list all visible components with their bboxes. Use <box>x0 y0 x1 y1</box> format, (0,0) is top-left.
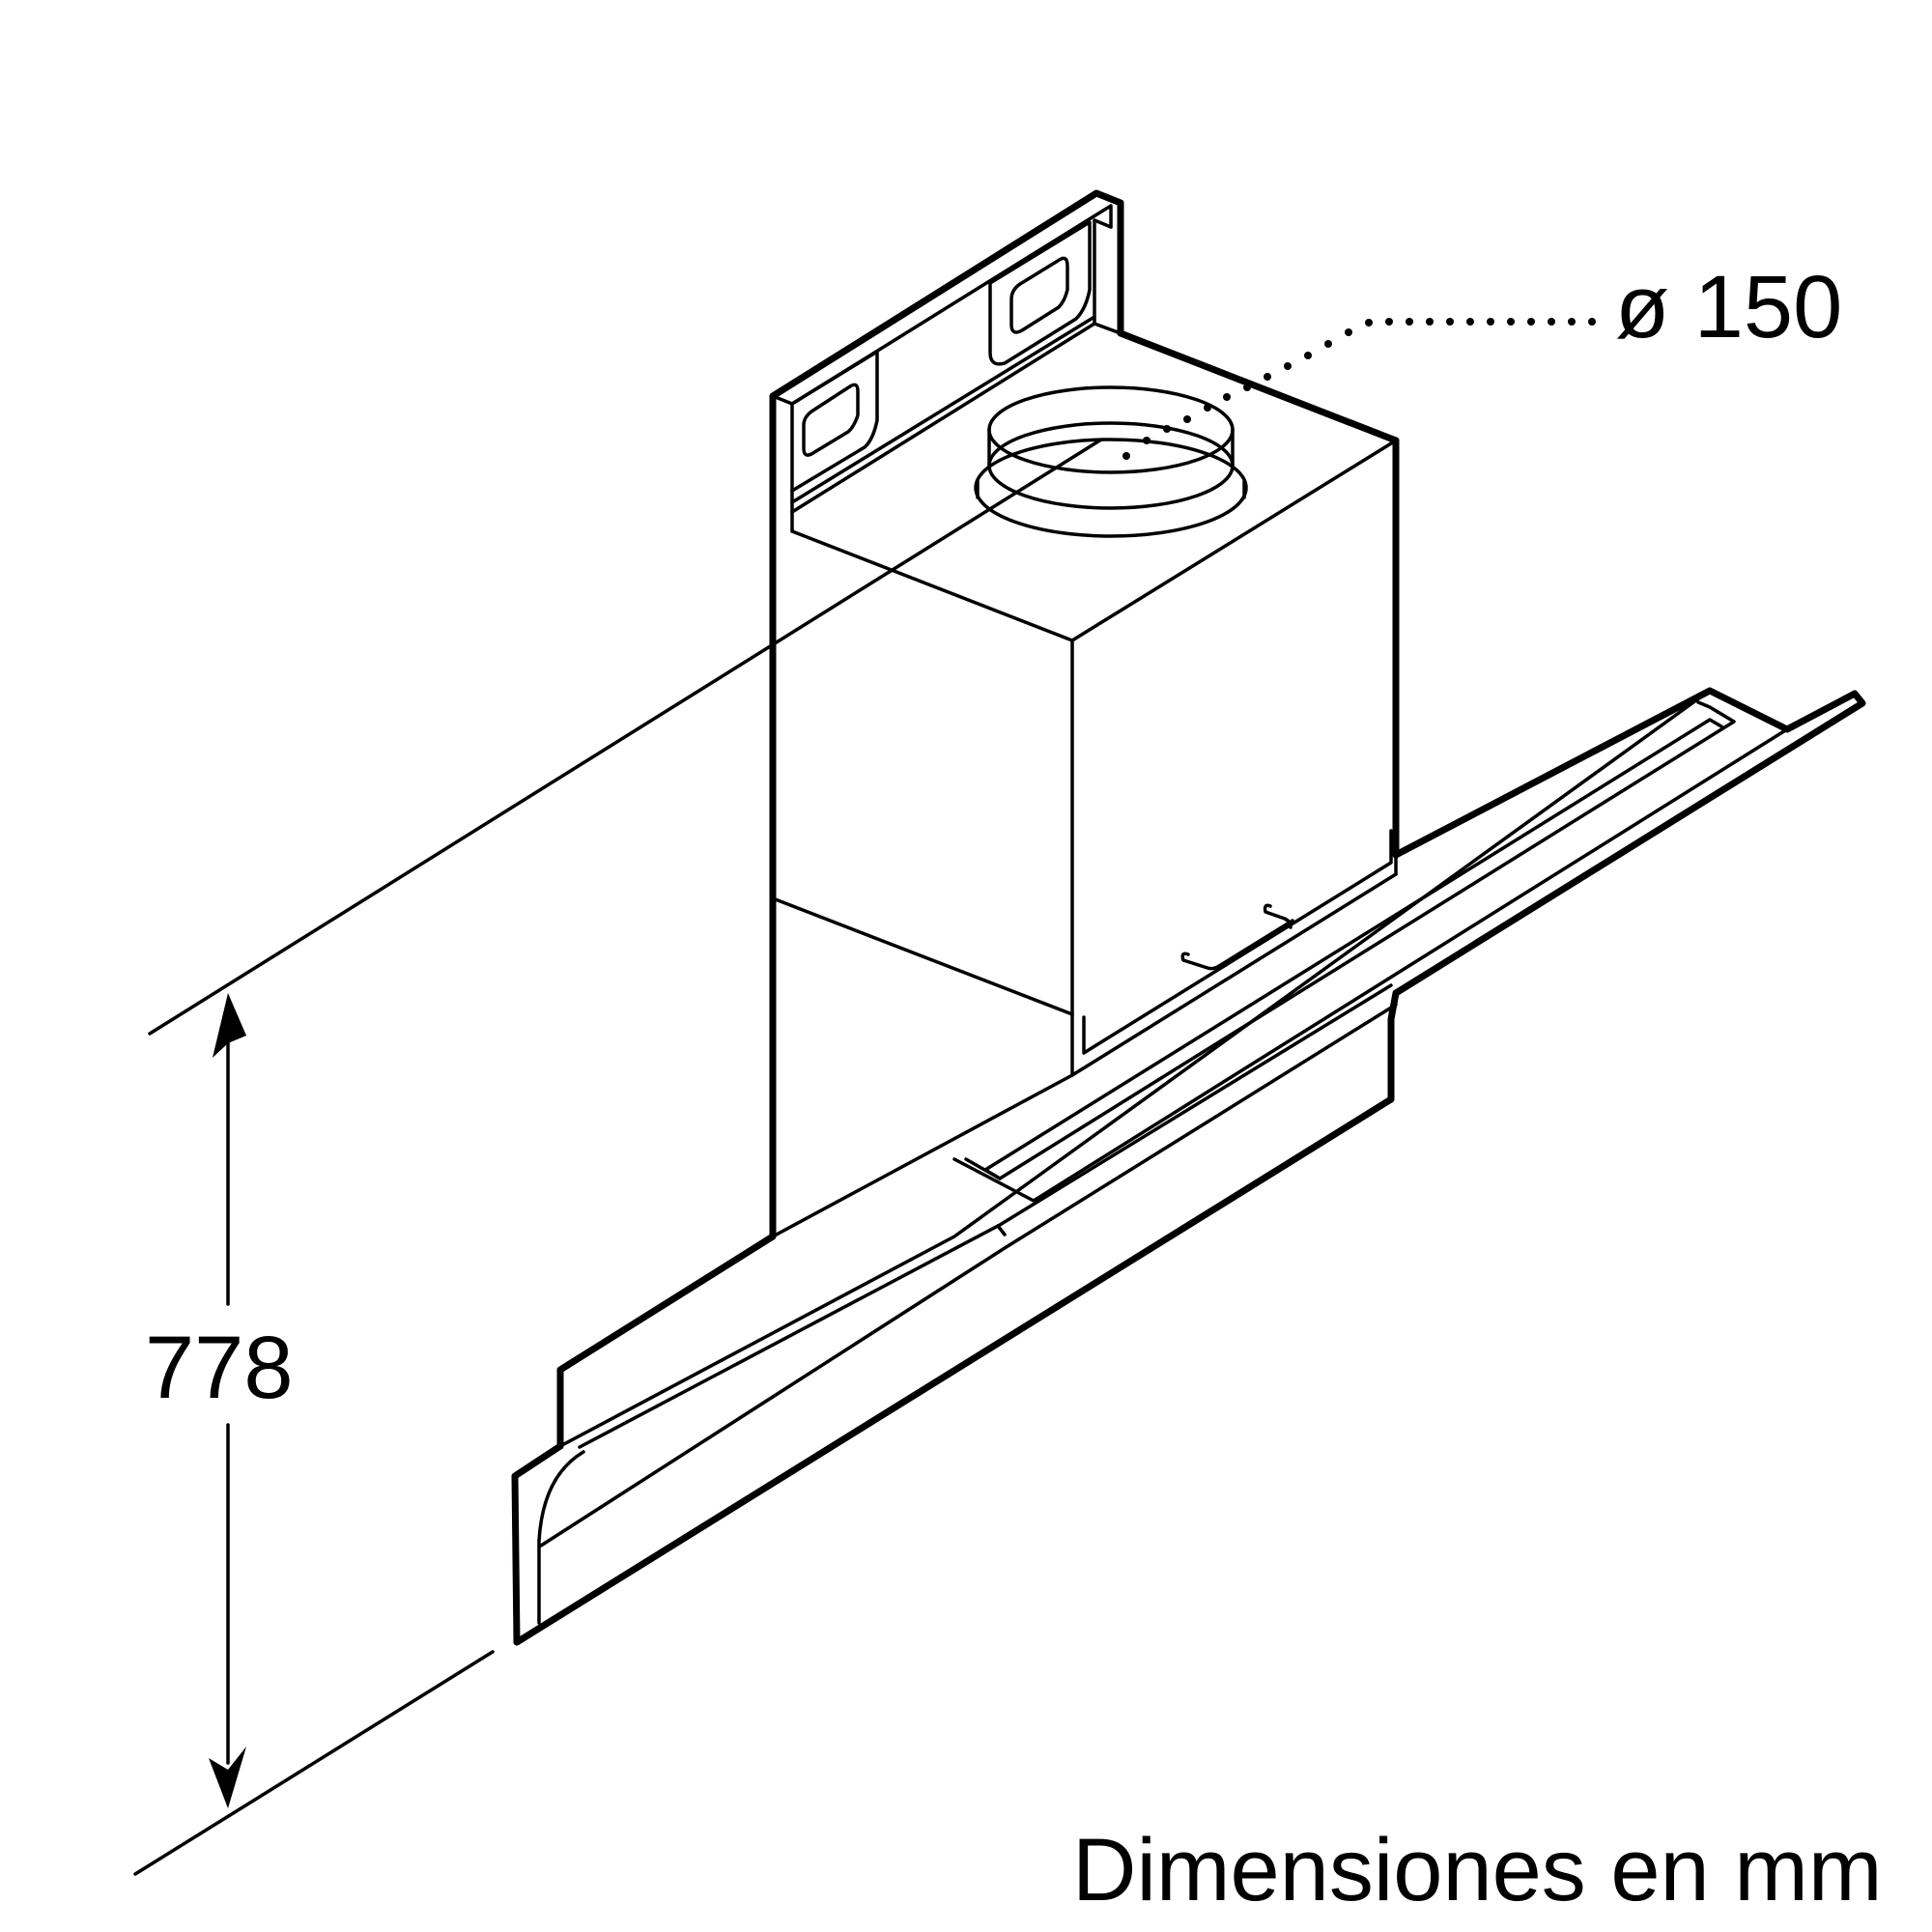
slot-hole-1 <box>802 383 860 457</box>
diameter-label: ø 150 <box>1615 258 1843 356</box>
height-dimension <box>209 993 246 1808</box>
height-dimension-label: 778 <box>145 1319 294 1417</box>
control-button-2 <box>1263 903 1293 929</box>
mounting-slot-2 <box>988 220 1092 366</box>
units-caption: Dimensiones en mm <box>1072 1821 1883 1919</box>
arrow-up-icon <box>213 993 246 1058</box>
top-reference-line <box>148 438 1103 1036</box>
arrow-down-icon <box>209 1747 246 1808</box>
diameter-leader <box>1122 318 1596 460</box>
control-button-1 <box>1180 919 1294 971</box>
bottom-reference-line <box>133 1650 495 1876</box>
hood-canopy <box>511 687 1866 1646</box>
mounting-slot-1 <box>790 350 879 493</box>
slot-hole-2 <box>1009 256 1069 334</box>
chimney <box>769 329 1400 1240</box>
mounting-bracket <box>769 189 1124 533</box>
exhaust-collar <box>974 385 1248 538</box>
